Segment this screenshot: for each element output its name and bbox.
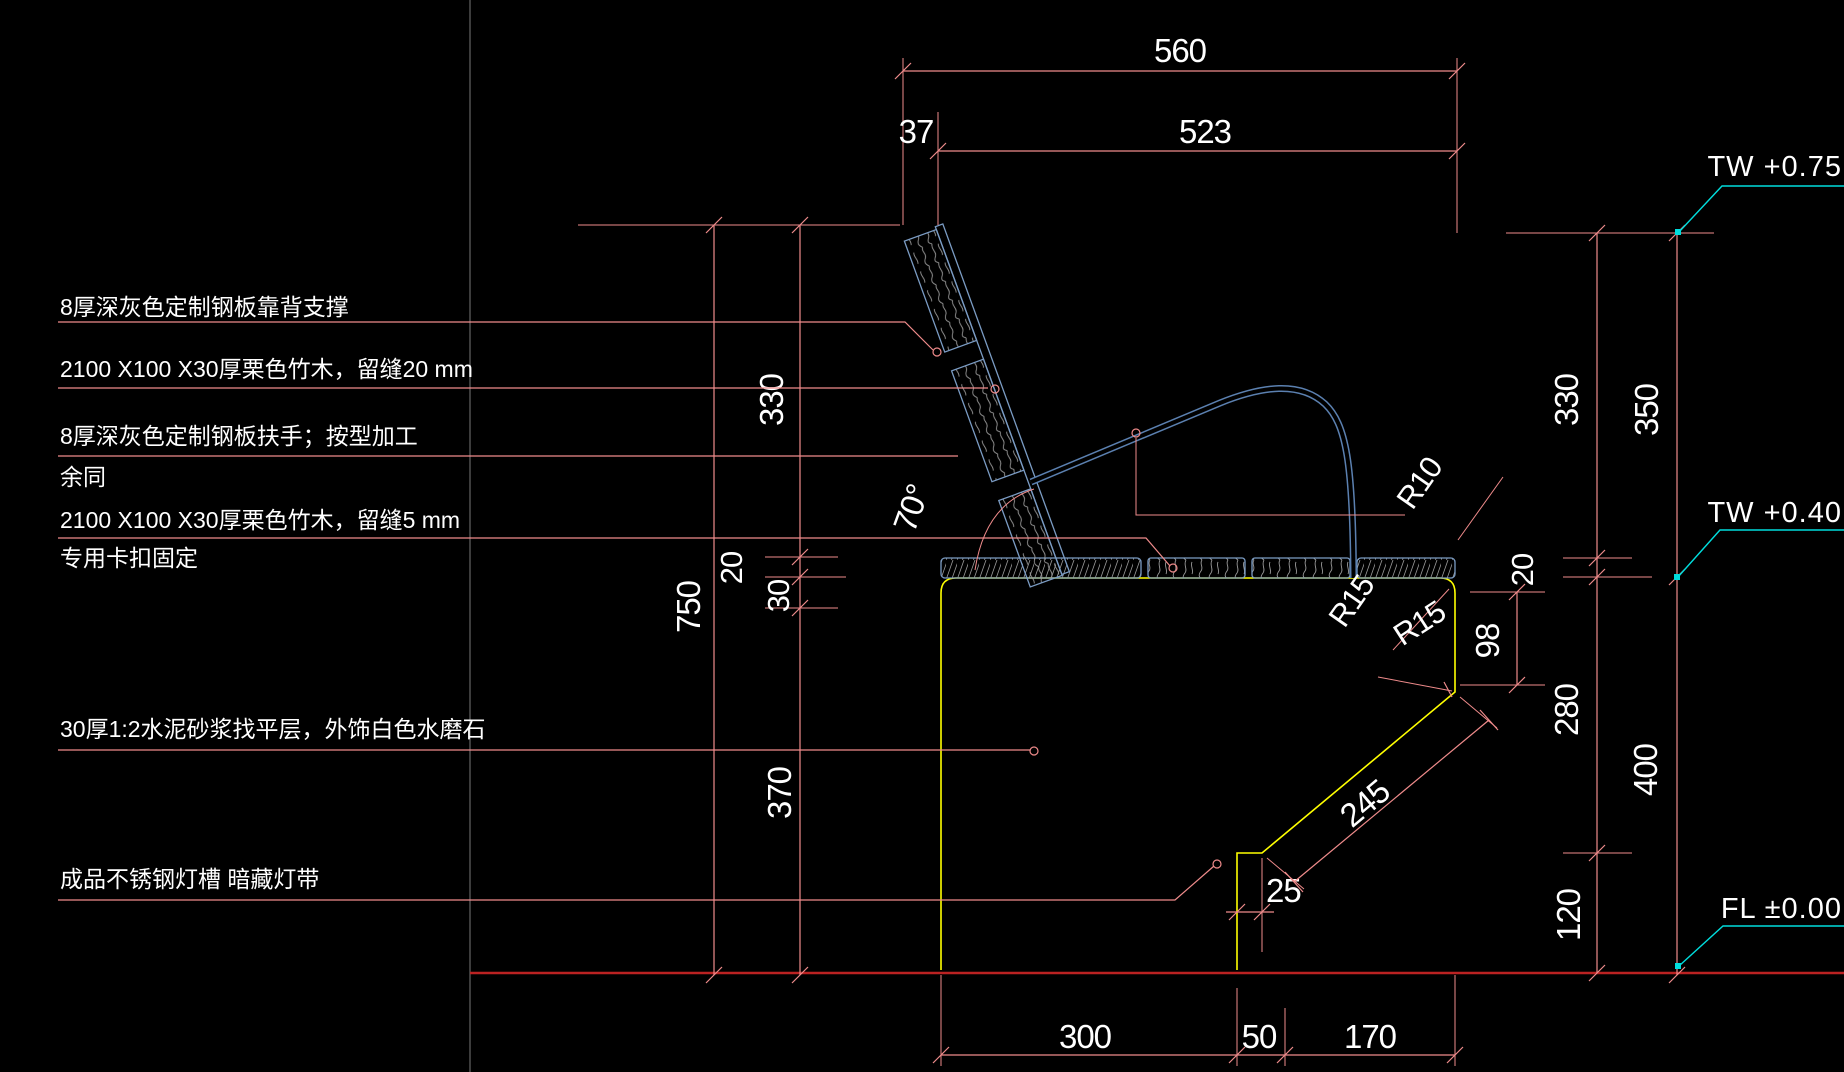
level-top-back: TW +0.75 xyxy=(1707,151,1842,183)
material-callouts: 8厚深灰色定制钢板靠背支撑 2100 X100 X30厚栗色竹木，留缝20 mm… xyxy=(58,294,1405,901)
seat-slat xyxy=(1356,557,1456,579)
dim-seat-height: 400 xyxy=(1627,743,1664,796)
seat-slat xyxy=(1147,557,1246,579)
backrest-slat xyxy=(903,228,978,353)
level-point xyxy=(1674,574,1680,580)
dim-left-base: 370 xyxy=(761,766,798,819)
callout-seat-slats: 2100 X100 X30厚栗色竹木，留缝5 mm xyxy=(60,507,460,533)
dim-front-drop: 280 xyxy=(1548,683,1585,736)
level-marks: TW +0.75 TW +0.40 FL ±0.00 xyxy=(1674,151,1844,969)
right-dimensions: 330 350 20 98 280 120 400 xyxy=(1460,224,1714,984)
dim-front-face: 98 xyxy=(1469,624,1506,659)
trough-dimension: 25 xyxy=(1226,858,1302,952)
dim-trough-height: 120 xyxy=(1550,888,1587,941)
dim-bottom-trough: 50 xyxy=(1242,1018,1277,1055)
callout-light-trough: 成品不锈钢灯槽 暗藏灯带 xyxy=(60,866,319,892)
armrest-tube xyxy=(1029,384,1357,579)
dim-trough-width: 25 xyxy=(1266,872,1301,909)
callout-mortar: 30厚1:2水泥砂浆找平层，外饰白色水磨石 xyxy=(60,716,486,742)
dim-bottom-right: 170 xyxy=(1344,1018,1397,1055)
callout-armrest-note: 余同 xyxy=(60,464,106,490)
bench-outline xyxy=(940,577,1456,970)
level-point xyxy=(1675,963,1681,969)
dim-right-back-height: 330 xyxy=(1548,373,1585,426)
level-point xyxy=(1675,229,1681,235)
dim-back-offset: 37 xyxy=(899,113,934,150)
seat-slat xyxy=(1251,557,1351,579)
top-dimensions: 560 37 523 xyxy=(894,32,1466,233)
level-floor: FL ±0.00 xyxy=(1721,893,1842,925)
backrest-steel-plate xyxy=(934,223,1071,576)
dim-right-back-total: 350 xyxy=(1628,383,1665,436)
dim-total-width: 560 xyxy=(1154,32,1207,69)
label-radius-r10: R10 xyxy=(1390,450,1450,515)
left-dimensions: 330 20 30 750 370 xyxy=(578,216,900,984)
callout-armrest: 8厚深灰色定制钢板扶手；按型加工 xyxy=(60,423,418,449)
seat-slats xyxy=(940,557,1456,579)
dim-seat-width: 523 xyxy=(1179,113,1231,150)
dim-left-back-height: 330 xyxy=(753,373,790,426)
backrest-slat xyxy=(950,358,1025,483)
chamfer-dimension: 245 xyxy=(1266,696,1499,893)
dim-left-total: 750 xyxy=(670,580,707,633)
label-angle: 70° xyxy=(886,480,937,537)
dim-bottom-left: 300 xyxy=(1059,1018,1112,1055)
dim-left-slat: 20 xyxy=(714,551,749,584)
label-radius-r15-corner: R15 xyxy=(1387,594,1451,653)
callout-back-slats: 2100 X100 X30厚栗色竹木，留缝20 mm xyxy=(60,356,473,382)
dim-right-slat: 20 xyxy=(1505,553,1540,586)
backrest-assembly xyxy=(903,223,1071,588)
dim-chamfer-length: 245 xyxy=(1333,772,1397,834)
dim-left-mortar: 30 xyxy=(761,579,796,612)
level-top-seat: TW +0.40 xyxy=(1707,497,1842,529)
callout-backrest-plate: 8厚深灰色定制钢板靠背支撑 xyxy=(60,294,349,320)
callout-clip-note: 专用卡扣固定 xyxy=(60,545,198,571)
bottom-dimensions: 300 50 170 xyxy=(932,975,1464,1066)
